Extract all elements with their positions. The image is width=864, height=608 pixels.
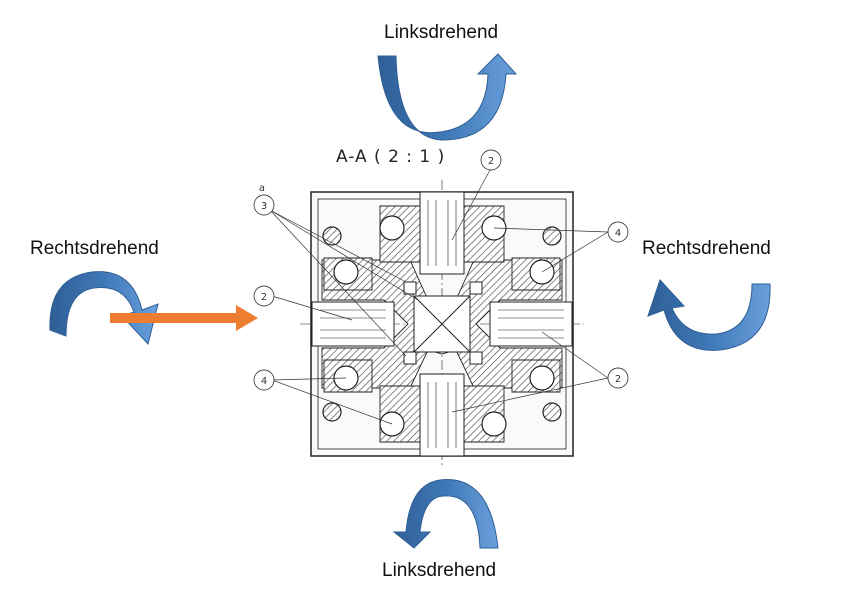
central-gear <box>403 281 483 365</box>
callout-2-left-text: 2 <box>261 292 267 303</box>
leader-lines <box>269 169 609 425</box>
callouts <box>253 149 629 391</box>
shaft-left <box>311 301 395 347</box>
shaft-top <box>419 191 465 275</box>
callout-2-left <box>253 285 275 307</box>
rotation-arrow-right-icon <box>647 279 771 351</box>
label-left: Rechtsdrehend <box>30 238 159 259</box>
screw-bottom-right <box>542 402 562 422</box>
input-arrow-icon <box>110 305 258 331</box>
bearing-bottom-right <box>481 411 507 437</box>
callout-3-text: 3 <box>261 201 267 212</box>
callout-2-top-text: 2 <box>488 156 494 167</box>
rotation-arrow-bottom-icon <box>392 479 499 549</box>
callout-2-right <box>607 367 629 389</box>
callout-2-top <box>480 149 502 171</box>
shaft-bottom <box>419 373 465 457</box>
screw-top-left <box>322 226 342 246</box>
callout-4-left-text: 4 <box>261 376 267 387</box>
bearings <box>322 215 562 437</box>
rotation-arrow-left-icon <box>49 271 159 346</box>
bearing-top-left <box>379 215 405 241</box>
label-right: Rechtsdrehend <box>642 238 771 259</box>
callout-3 <box>253 194 275 216</box>
shaft-right <box>489 301 573 347</box>
label-top: Linksdrehend <box>384 22 499 43</box>
callout-4-left <box>253 369 275 391</box>
bearing-left-top <box>333 259 359 285</box>
callout-3-mark: a <box>259 183 265 194</box>
callout-4-right <box>607 221 629 243</box>
shafts <box>311 191 573 457</box>
bearing-right-bottom <box>529 365 555 391</box>
callout-2-right-text: 2 <box>615 374 621 385</box>
screw-top-right <box>542 226 562 246</box>
screw-bottom-left <box>322 402 342 422</box>
callout-4-right-text: 4 <box>615 228 621 239</box>
rotation-arrow-top-icon <box>377 53 518 141</box>
label-bottom: Linksdrehend <box>382 560 497 581</box>
section-title: A-A ( 2 : 1 ) <box>336 147 446 167</box>
